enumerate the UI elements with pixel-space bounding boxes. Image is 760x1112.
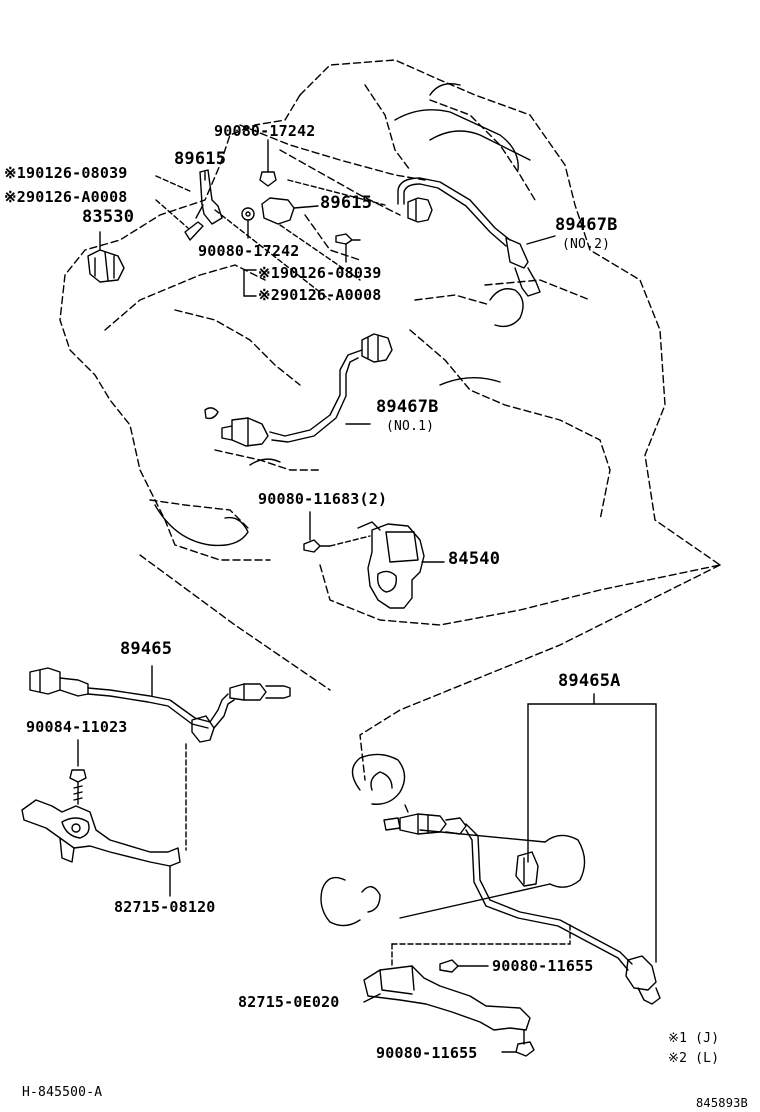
leader-lines-top-left: [155, 171, 206, 229]
oxygen-sensor-89467B-no2: [397, 177, 556, 297]
label-90080-11655-upper: 90080-11655: [492, 957, 594, 975]
label-90126-A0008-mid-l: ※290126-A0008: [258, 286, 382, 304]
note-1-j: ※1 (J): [668, 1031, 720, 1046]
note-2-l: ※2 (L): [668, 1051, 720, 1066]
dashed-guides-top: [214, 179, 386, 301]
label-89465: 89465: [120, 639, 173, 659]
label-83530: 83530: [82, 207, 135, 227]
switch-84540: [357, 521, 445, 609]
label-82715-08120: 82715-08120: [114, 898, 216, 916]
bracket-82715-08120: [21, 743, 187, 897]
engine-features: [154, 83, 531, 547]
label-89615-left: 89615: [174, 149, 227, 169]
label-90080-11655-lower: 90080-11655: [376, 1044, 478, 1062]
label-89467B-no2: 89467B: [555, 215, 618, 235]
label-90126-08039-mid-j: ※190126-08039: [258, 264, 382, 282]
label-89467B-no1: 89467B: [376, 397, 439, 417]
label-no1: (NO.1): [386, 419, 435, 434]
label-90126-A0008-l: ※290126-A0008: [4, 188, 128, 206]
label-90126-08039-j: ※190126-08039: [4, 164, 128, 182]
bolt-90084-11023: [69, 739, 87, 805]
exhaust-pipe: [320, 753, 586, 927]
diagram-code: H-845500-A: [22, 1085, 103, 1100]
stud-90080-17242-top: [259, 139, 277, 187]
sensor-89615-right: [261, 197, 319, 225]
bolt-90080-11655-lower: [501, 1029, 535, 1057]
label-84540: 84540: [448, 549, 501, 569]
bracket-line-89465A: [527, 693, 657, 963]
label-90080-17242-top: 90080-17242: [214, 122, 316, 140]
oxygen-sensor-89467B-no1: [221, 333, 393, 447]
figure-id: 845893B: [696, 1096, 748, 1110]
switch-83530: [87, 231, 125, 283]
bracket-82715-0E020: [363, 924, 571, 1031]
sensor-89615-left: [184, 169, 223, 241]
oxygen-sensor-89465A: [383, 804, 661, 1005]
bolt-90080-11683: [303, 511, 371, 553]
label-no2: (NO.2): [562, 237, 611, 252]
label-90084-11023: 90084-11023: [26, 718, 128, 736]
oxygen-sensor-89465: [29, 665, 291, 743]
label-89615-right: 89615: [320, 193, 373, 213]
label-82715-0E020: 82715-0E020: [238, 993, 340, 1011]
label-90080-17242-mid: 90080-17242: [198, 242, 300, 260]
label-89465A: 89465A: [558, 671, 621, 691]
nut-90080-17242-mid: [241, 207, 255, 239]
bolt-90126-mid: [335, 233, 361, 263]
bolt-90080-11655-upper: [439, 959, 489, 973]
leader-lines-mid: [243, 269, 257, 297]
label-90080-11683: 90080-11683(2): [258, 490, 388, 508]
